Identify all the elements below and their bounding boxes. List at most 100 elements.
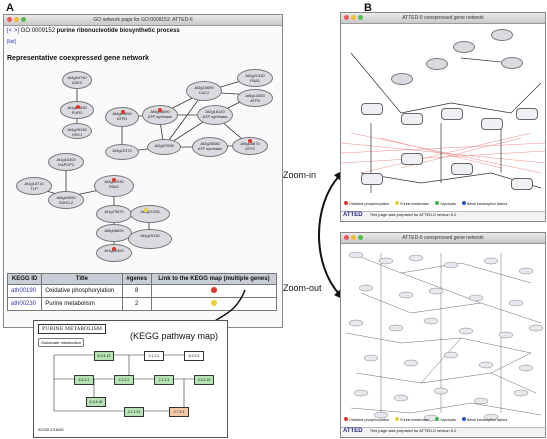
gene-node[interactable] [361,173,383,185]
gene-node[interactable] [516,108,538,120]
table-row: ath00190 Oxidative phosphorylation 8 [6,284,278,298]
gene-node[interactable] [501,57,523,69]
gene-node[interactable]: At2g21330 [130,205,170,223]
zoom-icon[interactable] [358,15,363,20]
window-titlebar: ATTED-II coexpressed gene network [341,233,545,244]
gene-node[interactable] [481,118,503,130]
kegg-box[interactable]: 6.3.3.1 [74,375,94,385]
gene-node[interactable]: At3g22370 [105,144,139,160]
legend-item: Glycolysis [435,417,456,422]
go-id: GO:0009152 [20,28,56,34]
zoom-out-window: ATTED-II coexpressed gene network Oxidat… [340,232,546,438]
kegg-box[interactable]: 6.3.4.13 [94,351,114,361]
zoom-icon[interactable] [358,235,363,240]
go-heading: [< >] GO:0009152 purine ribonucleotide b… [7,28,180,34]
close-icon[interactable] [7,17,12,22]
yellow-circle-icon[interactable] [210,300,217,306]
window-titlebar: GO network page for GO:0009152: ATTED-II [4,15,282,26]
zoom-icon[interactable] [21,17,26,22]
gene-node[interactable] [426,58,448,70]
footer-text: This page was prepared for ATTED-II vers… [369,212,457,217]
kegg-map-title: PURINE METABOLISM [38,324,106,334]
gene-marker-red [158,108,162,112]
header-link: Link to the KEGG map (multiple genes) [150,273,278,285]
gene-node[interactable] [401,153,423,165]
gene-node[interactable]: At1g09830PUR2 [60,101,94,119]
gene-node[interactable]: At2g18140...ATP synthase... [197,105,233,125]
panel-letter-b: B [364,2,372,14]
gene-node[interactable] [511,178,533,190]
kegg-box[interactable]: 6.3.5.3 [184,351,204,361]
gene-node[interactable] [451,163,473,175]
minimize-icon[interactable] [351,15,356,20]
window-title: ATTED-II coexpressed gene network [402,15,484,21]
gene-node[interactable] [453,41,475,53]
kegg-link-cell[interactable] [150,284,278,298]
gene-node[interactable] [361,103,383,115]
gene-node[interactable] [401,113,423,125]
kegg-link-cell[interactable] [150,297,278,311]
minimize-icon[interactable] [14,17,19,22]
gene-marker-yellow [144,208,148,212]
kegg-id-cell[interactable]: ath00190 [6,284,43,298]
kegg-box[interactable]: 2.7.4.3 [169,407,189,417]
header-genes: #genes [121,273,152,285]
window-title: GO network page for GO:0009152: ATTED-II [93,17,193,23]
legend-item: Basal transcription factors [461,201,507,206]
close-icon[interactable] [344,15,349,20]
go-name: purine ribonucleotide biosynthetic proce… [56,28,180,34]
close-icon[interactable] [344,235,349,240]
gene-node[interactable]: At1g79870 [96,205,132,223]
gene-node[interactable] [491,29,513,41]
legend-item: Oxidative phosphorylation [344,417,389,422]
window-titlebar: ATTED-II coexpressed gene network [341,13,545,24]
gene-node[interactable] [391,73,413,85]
kegg-box[interactable]: 3.5.4.10 [194,375,214,385]
window-footer: ATTED This page was prepared for ATTED-I… [341,211,545,221]
kegg-pathway-caption: (KEGG pathway map) [130,331,219,341]
kegg-table: KEGG ID Title #genes Link to the KEGG ma… [6,273,278,311]
kegg-box[interactable]: 4.3.2.2 [114,375,134,385]
kegg-box[interactable]: 2.1.2.2 [144,351,164,361]
nav-arrows[interactable]: [< >] [7,28,20,34]
kegg-id-cell[interactable]: ath00230 [6,297,43,311]
zoom-in-label: Zoom-in [283,170,317,180]
legend-item: Basal transcription factors [461,417,507,422]
list-link[interactable]: [list] [7,39,16,45]
kegg-footer: 00230 2/16/05 [38,427,64,432]
atted-logo: ATTED [343,428,363,434]
zoom-out-label: Zoom-out [283,283,322,293]
window-footer: ATTED This page was prepared for ATTED-I… [341,427,545,437]
gene-node[interactable]: At2g07698 [147,139,181,155]
legend-item: Purine metabolism [395,417,429,422]
kegg-box[interactable]: 2.1.2.3 [154,375,174,385]
legend: Oxidative phosphorylation Purine metabol… [344,201,507,206]
kegg-box[interactable]: 6.3.4.18 [86,397,106,407]
header-kegg-id: KEGG ID [6,273,43,285]
kegg-map-sub: Glutamate metabolism [38,338,85,347]
zoom-out-network [345,251,544,422]
kegg-box[interactable]: 4.1.1.21 [124,407,144,417]
gene-node[interactable]: At4g29130 [128,229,172,249]
gene-node[interactable] [441,108,463,120]
minimize-icon[interactable] [351,235,356,240]
gene-marker-red [112,247,116,251]
go-network-window: GO network page for GO:0009152: ATTED-II… [3,14,283,328]
gene-marker-red [112,178,116,182]
red-circle-icon[interactable] [210,287,217,293]
gene-node[interactable]: At5g08690 [96,224,132,242]
kegg-table-header: KEGG ID Title #genes Link to the KEGG ma… [6,273,278,285]
zoom-in-window: ATTED-II coexpressed gene network Oxidat… [340,12,546,222]
atted-logo: ATTED [343,212,363,218]
